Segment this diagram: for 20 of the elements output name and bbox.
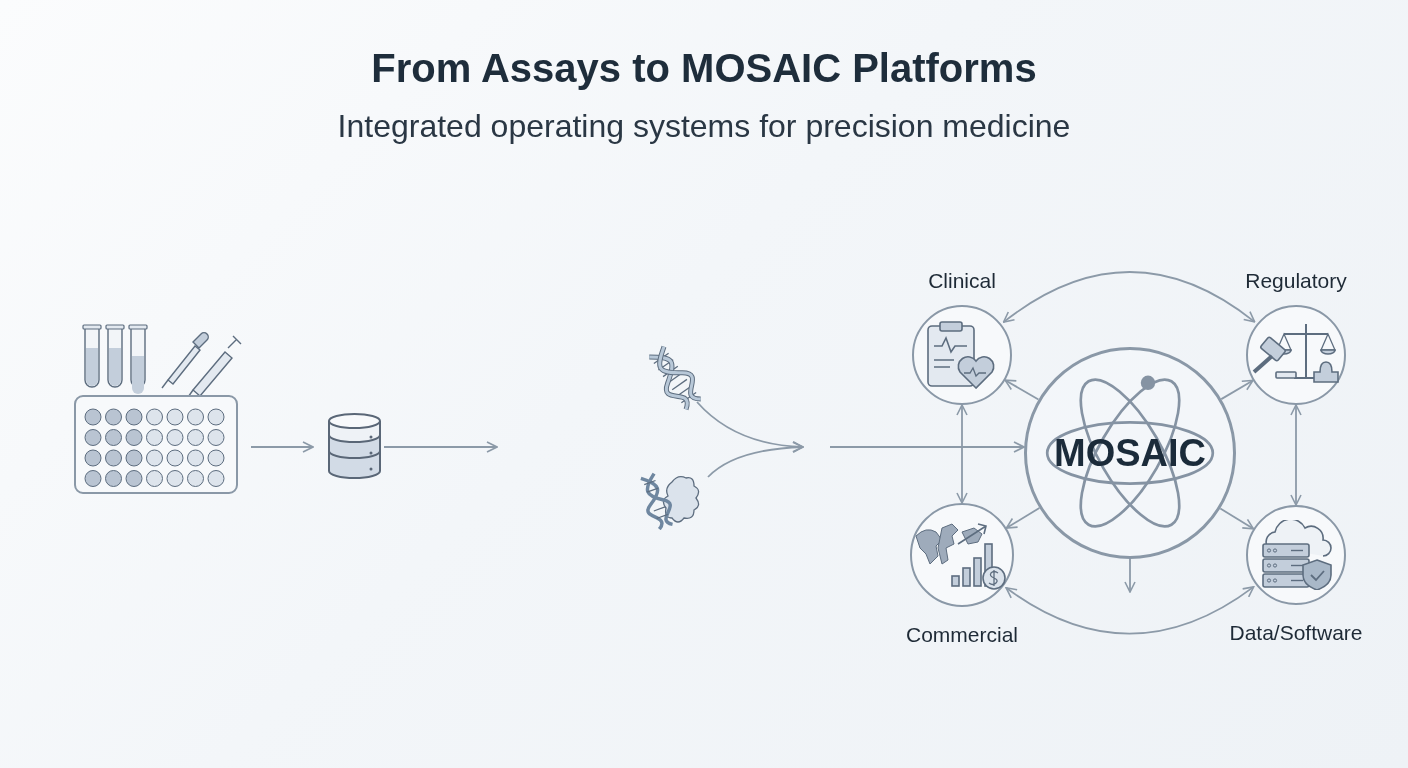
category-label: Regulatory: [1245, 269, 1347, 293]
arrow: [1219, 507, 1255, 530]
arrow: [1002, 271, 1256, 323]
arrow: [1005, 507, 1041, 529]
arrow: [1290, 404, 1302, 506]
arrow: [250, 441, 314, 453]
arrow: [1220, 379, 1254, 400]
arrow: [383, 441, 498, 453]
hub-title: MOSAIC: [1053, 431, 1207, 475]
arrow: [1004, 379, 1040, 401]
arrow: [829, 441, 1025, 453]
arrow: [956, 404, 968, 504]
subtitle: Integrated operating systems for precision medicine: [336, 108, 1072, 145]
arrow: [1124, 558, 1136, 593]
title: From Assays to MOSAIC Platforms: [370, 46, 1038, 91]
category-label: Data/Software: [1229, 621, 1363, 645]
arrow: [1005, 586, 1255, 635]
arrow: [707, 441, 804, 478]
category-label: Clinical: [928, 269, 996, 293]
category-label: Commercial: [906, 623, 1018, 647]
